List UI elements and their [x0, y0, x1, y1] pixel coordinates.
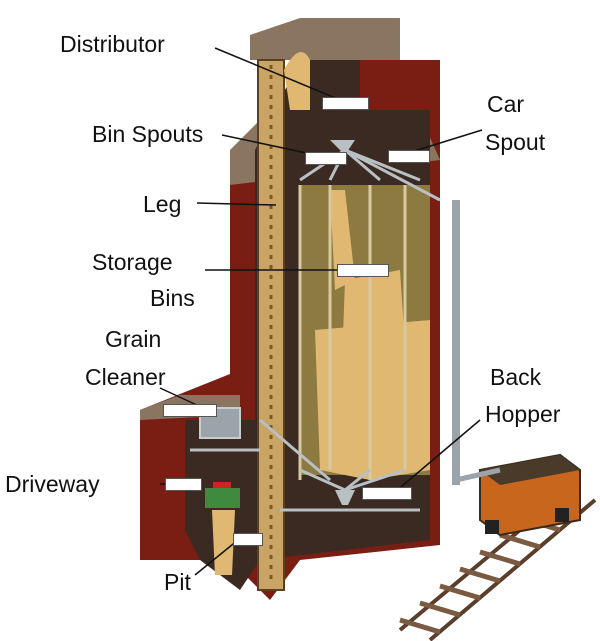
- label-leg: Leg: [143, 191, 182, 217]
- distributor-answer-box[interactable]: [322, 97, 369, 110]
- label-back-hopper-line2: Hopper: [485, 401, 561, 427]
- label-car-spout-line2: Spout: [485, 129, 546, 155]
- car-spout-answer-box[interactable]: [388, 150, 430, 163]
- label-car-spout-line1: Car: [487, 91, 525, 117]
- storage-bins-answer-box[interactable]: [337, 264, 389, 277]
- label-driveway: Driveway: [5, 471, 100, 497]
- driveway-answer-box[interactable]: [165, 478, 202, 491]
- label-bin-spouts: Bin Spouts: [92, 121, 204, 147]
- bin-spouts-answer-box[interactable]: [305, 152, 347, 165]
- label-pit: Pit: [164, 569, 191, 595]
- label-back-hopper-line1: Back: [490, 364, 542, 390]
- rail-car: [479, 453, 581, 537]
- label-grain-cleaner-line2: Cleaner: [85, 364, 166, 390]
- back-hopper-answer-box[interactable]: [362, 487, 412, 500]
- label-storage-bins-line2: Bins: [150, 285, 195, 311]
- grain-cleaner-answer-box[interactable]: [163, 404, 217, 417]
- label-storage-bins-line1: Storage: [92, 249, 173, 275]
- label-grain-cleaner-line1: Grain: [105, 326, 162, 352]
- label-distributor: Distributor: [60, 31, 165, 57]
- pit-answer-box[interactable]: [233, 533, 263, 546]
- elevator-building: [140, 18, 501, 600]
